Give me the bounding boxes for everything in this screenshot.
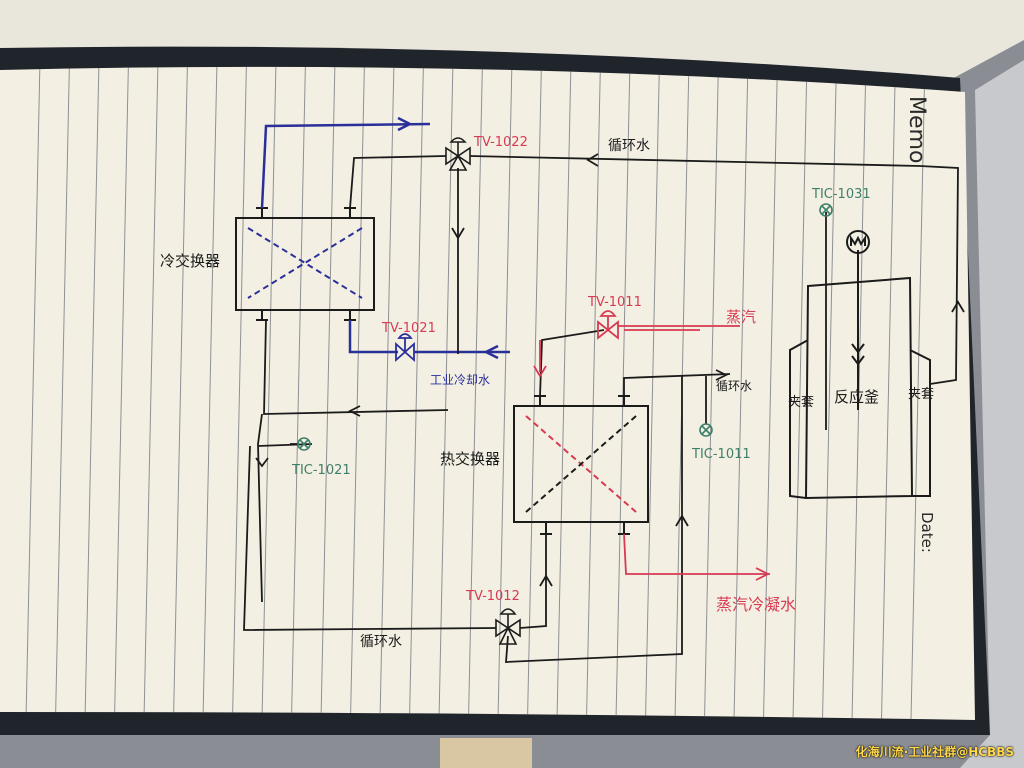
industrial-cooling-water-label: 工业冷却水 (430, 373, 490, 387)
steam-label: 蒸汽 (726, 308, 756, 326)
valve-tv-1022 (445, 137, 471, 171)
tic-1021-bubble (297, 437, 311, 451)
valve-tv-1021 (395, 333, 415, 363)
ruled-line (910, 66, 926, 720)
tic-1011-bubble (699, 423, 713, 437)
valve-tv-1011 (597, 310, 619, 340)
steam-condensate-label: 蒸汽冷凝水 (716, 595, 796, 614)
ruled-line (25, 66, 41, 720)
memo-label: Memo (904, 96, 929, 163)
ruled-line (261, 66, 277, 720)
ruled-line (202, 66, 218, 720)
tv-1022-label: TV-1022 (473, 135, 528, 150)
blue-lines (260, 116, 510, 360)
notebook-page (0, 66, 975, 720)
steam-lines (533, 325, 771, 581)
ruled-line (291, 66, 306, 720)
date-label: Date: (918, 512, 936, 553)
circulating-water-top: 循环水 (608, 138, 650, 154)
jacket-right-label: 夹套 (908, 386, 934, 402)
ruled-line (497, 66, 513, 720)
watermark: 化海川流·工业社群@HCBBS (855, 745, 1014, 759)
ruled-line (409, 66, 424, 720)
ruled-line (232, 66, 247, 720)
ruled-line (173, 66, 188, 720)
ruled-line (586, 66, 601, 720)
tv-1012-label: TV-1012 (465, 589, 520, 604)
ruled-line (556, 66, 572, 720)
ruled-line (792, 66, 808, 720)
cooling-exchanger (235, 207, 375, 321)
tic-1031-label: TIC-1031 (811, 187, 871, 202)
ruled-line (763, 66, 778, 720)
reactor-label: 反应釜 (834, 388, 879, 406)
ruled-line (881, 66, 896, 720)
ruled-line (84, 66, 100, 720)
ruled-line (527, 66, 542, 720)
ruled-line (320, 66, 336, 720)
ruled-line (645, 66, 660, 720)
jacket-left-label: 夹套 (788, 394, 814, 410)
ruled-line (55, 66, 70, 720)
tv-1021-label: TV-1021 (381, 321, 436, 336)
cooling-exchanger-label: 冷交换器 (160, 252, 220, 270)
tic-1031-bubble (819, 203, 833, 217)
valve-tv-1012 (495, 608, 521, 645)
process-lines (243, 153, 965, 663)
circulating-water-mid: 循环水 (716, 379, 752, 393)
heating-exchanger-label: 热交换器 (440, 450, 500, 468)
ruled-line (822, 66, 837, 720)
desk-surface (960, 60, 1024, 768)
upper-page (0, 0, 1024, 80)
tic-1021-label: TIC-1021 (291, 463, 351, 478)
tic-1011-label: TIC-1011 (691, 447, 751, 462)
tv-1011-label: TV-1011 (587, 295, 642, 310)
ruled-line (468, 66, 483, 720)
ruled-line (350, 66, 365, 720)
ruled-line (704, 66, 719, 720)
reactor (789, 230, 931, 500)
circulating-water-bottom: 循环水 (360, 634, 402, 650)
ruled-line (733, 66, 749, 720)
ruled-line (114, 66, 129, 720)
heating-exchanger (513, 395, 649, 535)
ruled-line (143, 66, 159, 720)
ruled-line (615, 66, 631, 720)
bookmark-ribbon (440, 738, 532, 768)
ruled-line (379, 66, 395, 720)
